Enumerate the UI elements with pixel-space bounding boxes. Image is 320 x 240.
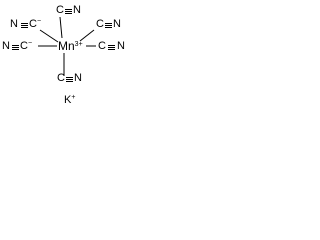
metal-symbol: Mn xyxy=(58,39,75,53)
bond-upper-right xyxy=(79,29,95,42)
ligand-right-atom-1: C xyxy=(98,40,106,52)
ligand-bottom-atom-1: C xyxy=(57,72,65,84)
ligand-upper-right-carbon: C xyxy=(96,19,104,30)
ligand-left-atom-1: N xyxy=(2,40,10,52)
bond-lines xyxy=(38,16,96,76)
ligand-top-nitrogen: N xyxy=(73,5,81,16)
ligand-bottom-carbon: C xyxy=(57,73,65,84)
central-metal: Mn3+ xyxy=(58,40,83,52)
ligand-top-carbon: C xyxy=(56,5,64,16)
ligand-upper-left-charge: − xyxy=(36,18,42,25)
ligand-left-carbon: C− xyxy=(20,40,33,52)
ligand-top-atom-1: C xyxy=(56,4,64,16)
ligand-left-charge: − xyxy=(27,40,33,47)
ligand-left-nitrogen: N xyxy=(2,41,10,52)
ligand-bottom-atom-2: N xyxy=(74,72,82,84)
triple-bond-bottom xyxy=(66,77,73,82)
ligand-upper-right-atom-1: C xyxy=(96,18,104,30)
triple-bond-right xyxy=(108,45,115,50)
triple-bond-top xyxy=(65,9,72,14)
ligand-upper-left-carbon: C− xyxy=(29,18,42,30)
ligand-upper-left-atom-2: C xyxy=(29,18,37,30)
bond-top xyxy=(59,16,63,39)
triple-bond-left xyxy=(12,45,19,50)
counter-ion-charge: + xyxy=(71,94,76,101)
triple-bond-upper-right xyxy=(105,23,112,28)
ligand-left-atom-2: C xyxy=(20,40,28,52)
ligand-right-nitrogen: N xyxy=(117,41,125,52)
ligand-upper-right-atom-2: N xyxy=(113,18,121,30)
metal-charge: 3+ xyxy=(74,41,83,48)
ligand-right-atom-2: N xyxy=(117,40,125,52)
bond-upper-left xyxy=(39,29,59,43)
ligand-upper-right-nitrogen: N xyxy=(113,19,121,30)
structure-diagram: N C− C N C N N C− Mn3+ C N C N xyxy=(0,0,136,115)
ligand-bottom-nitrogen: N xyxy=(74,73,82,84)
counter-ion-symbol: K xyxy=(64,94,72,106)
ligand-right-carbon: C xyxy=(98,41,106,52)
counter-ion: K+ xyxy=(64,94,76,106)
triple-bond-upper-left xyxy=(21,23,28,28)
ligand-top-atom-2: N xyxy=(73,4,81,16)
ligand-upper-left-atom-1: N xyxy=(10,18,18,30)
ligand-upper-left: N xyxy=(10,19,18,30)
